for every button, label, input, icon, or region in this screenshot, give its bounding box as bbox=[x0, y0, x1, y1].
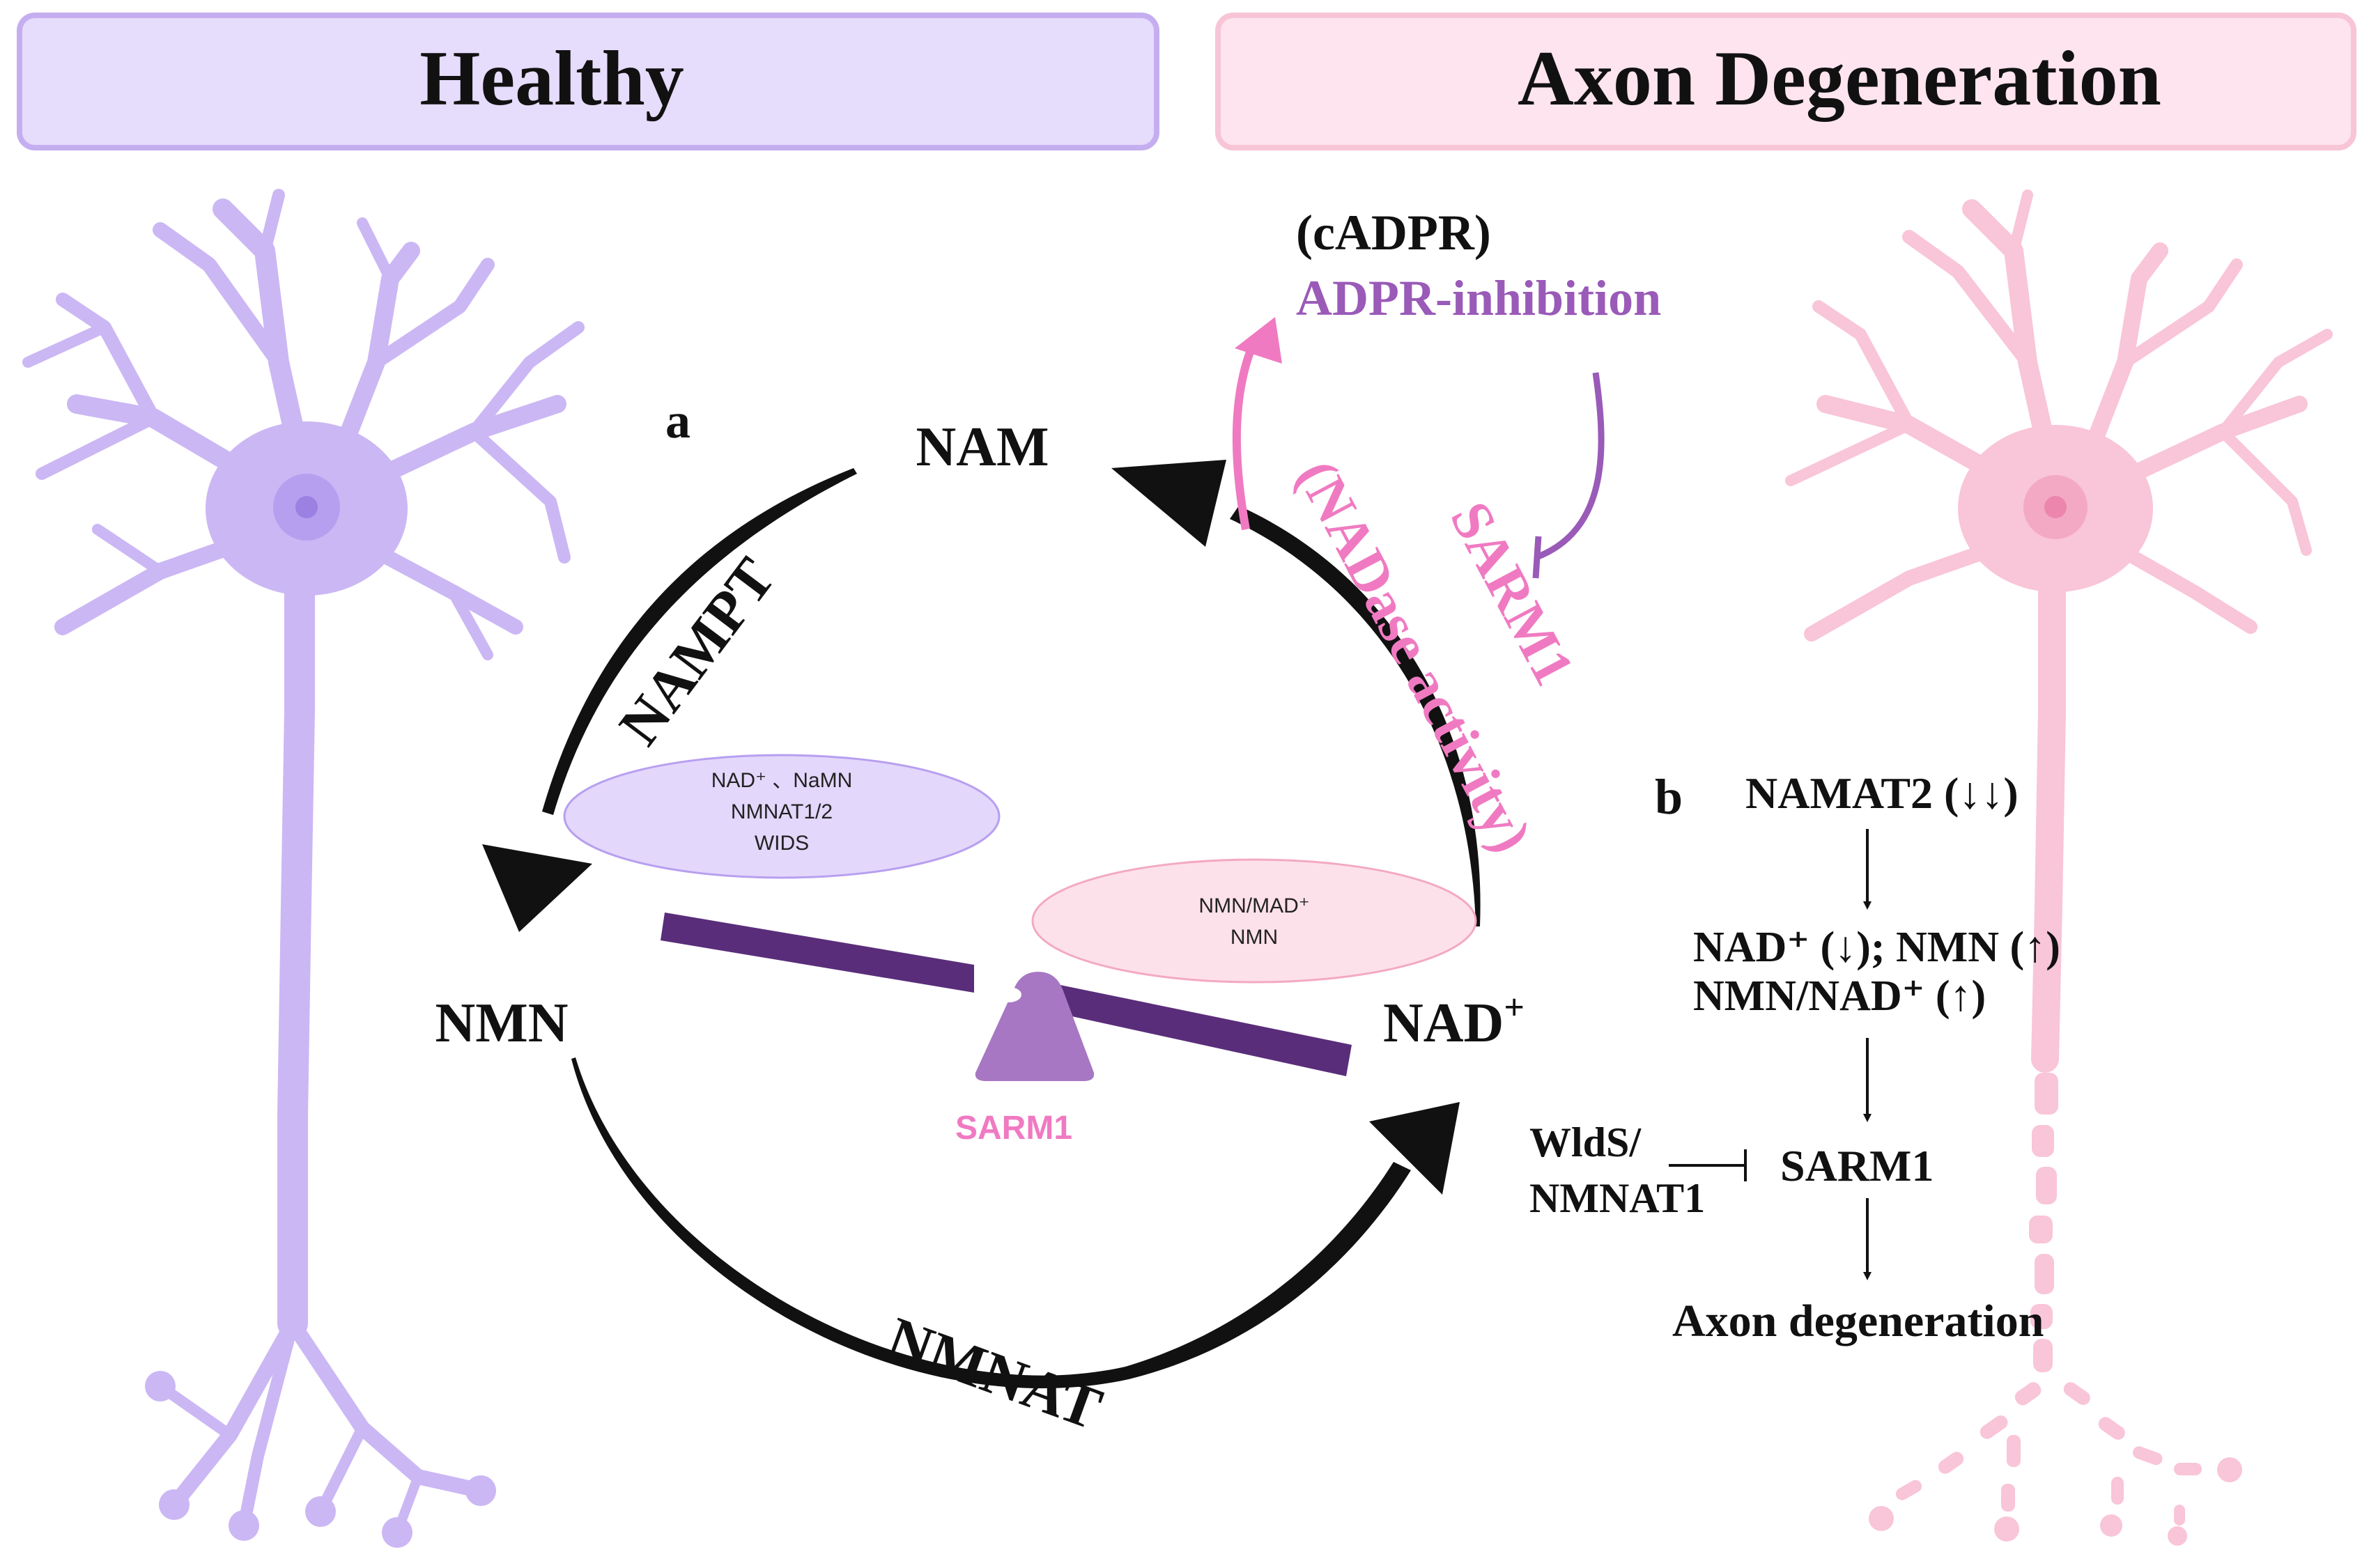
healthy-title: Healthy bbox=[419, 36, 684, 122]
cadpr-pink-arrow bbox=[1232, 339, 1258, 531]
pathway-step-ratio: NMN/NAD⁺ (↑) bbox=[1693, 972, 1986, 1020]
left-ellipse-line-2: NMNAT1/2 bbox=[731, 800, 833, 823]
cadpr-pink-arrowhead bbox=[1235, 317, 1282, 364]
adpr-inhibition-curve bbox=[1535, 372, 1605, 561]
pathway-step-namat2: NAMAT2 (↓↓) bbox=[1745, 768, 2019, 818]
right-balance-ellipse: NMN/MAD⁺ NMN bbox=[1031, 858, 1477, 984]
panel-b-label: b bbox=[1655, 769, 1683, 825]
balance-beam-right bbox=[1049, 984, 1352, 1076]
right-ellipse-line-1: NMN/MAD⁺ bbox=[1198, 894, 1309, 917]
degeneration-title: Axon Degeneration bbox=[1518, 36, 2161, 122]
left-ellipse-line-3: WIDS bbox=[755, 832, 809, 855]
inhibitor-nmnat1: NMNAT1 bbox=[1529, 1175, 1705, 1221]
balance-fulcrum bbox=[975, 972, 1095, 1081]
healthy-neuron-illustration bbox=[22, 189, 585, 1537]
right-ellipse-line-2: NMN bbox=[1230, 926, 1278, 949]
healthy-neuron-terminal-bulbs bbox=[145, 1371, 496, 1548]
left-balance-ellipse: NAD⁺ 、NaMN NMNAT1/2 WIDS bbox=[563, 754, 1001, 879]
healthy-header: Healthy bbox=[17, 13, 1159, 150]
pathway-step-nad-nmn: NAD⁺ (↓); NMN (↑) bbox=[1693, 924, 2060, 971]
axon-fragments bbox=[1869, 1073, 2242, 1546]
pathway-step-sarm1: SARM1 bbox=[1780, 1141, 1934, 1190]
nmnat-arrowhead bbox=[1369, 1102, 1460, 1195]
healthy-neuron-soma bbox=[206, 421, 408, 596]
panel-a-label: a bbox=[665, 393, 690, 449]
sarm1-nadase-arc bbox=[1230, 506, 1481, 926]
degenerating-neuron-soma bbox=[1958, 425, 2153, 592]
balance-scale bbox=[661, 913, 1352, 1081]
enzyme-nmnat: NMNAT bbox=[879, 1304, 1111, 1443]
adpr-inhibition-label: ADPR-inhibition bbox=[1296, 270, 1661, 326]
inhibitor-wlds: WldS/ bbox=[1529, 1119, 1642, 1165]
node-nam: NAM bbox=[916, 417, 1049, 478]
fulcrum-sarm1-label: SARM1 bbox=[955, 1110, 1072, 1147]
node-nmn: NMN bbox=[435, 993, 568, 1054]
cadpr-label: (cADPR) bbox=[1296, 205, 1491, 261]
degeneration-header: Axon Degeneration bbox=[1215, 13, 2356, 150]
sarm1-arrowhead bbox=[1111, 460, 1226, 547]
nampt-arrowhead bbox=[482, 844, 592, 932]
left-ellipse-line-1: NAD⁺ 、NaMN bbox=[711, 769, 853, 792]
sarm1-enzyme-label: SARM1 bbox=[1438, 492, 1587, 695]
pathway-step-axon-degeneration: Axon degeneration bbox=[1672, 1296, 2044, 1346]
balance-beam-left bbox=[661, 913, 974, 993]
adpr-inhibition-bar bbox=[1532, 536, 1542, 579]
nmnat-arc bbox=[571, 1057, 1411, 1389]
node-nad: NAD+ bbox=[1383, 988, 1525, 1054]
